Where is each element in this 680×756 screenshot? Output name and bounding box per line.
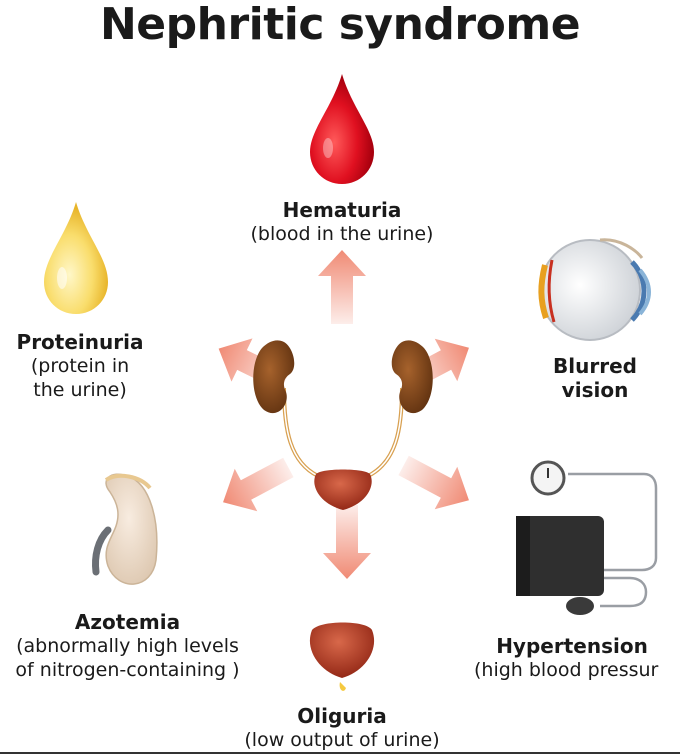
blood-pressure-monitor-icon [516, 460, 658, 615]
arrow-to-azotemia [211, 446, 300, 524]
arrow-to-hematuria [318, 250, 366, 324]
bladder [314, 469, 372, 510]
blood-drop-icon [310, 74, 374, 184]
bladder-icon [309, 622, 375, 691]
right-kidney [391, 340, 433, 414]
proteinuria-desc-line2: the urine) [33, 379, 127, 401]
oliguria-name: Oliguria [297, 704, 387, 728]
bottom-border [0, 752, 680, 754]
azotemia-desc-line1: (abnormally high levels [16, 635, 239, 657]
azotemia-desc-line2: of nitrogen-containing ) [15, 659, 240, 681]
urinary-tract-icon [253, 340, 433, 510]
hematuria-label: Hematuria (blood in the urine) [222, 198, 462, 246]
blurred-vision-name-line1: Blurred [553, 354, 637, 378]
blurred-vision-label: Blurred vision [540, 354, 650, 402]
oliguria-label: Oliguria (low output of urine) [222, 704, 462, 752]
hematuria-name: Hematuria [282, 198, 402, 222]
left-kidney [253, 340, 295, 414]
oliguria-desc: (low output of urine) [244, 729, 440, 751]
hypertension-label: Hypertension (high blood pressur [474, 634, 680, 682]
hypertension-name: Hypertension [496, 634, 648, 658]
protein-drop-icon [44, 202, 108, 314]
hematuria-desc: (blood in the urine) [250, 223, 434, 245]
page-title: Nephritic syndrome [99, 0, 581, 50]
azotemia-label: Azotemia (abnormally high levels of nitr… [0, 610, 255, 682]
proteinuria-desc-line1: (protein in [30, 355, 130, 377]
arrow-to-oliguria [323, 505, 371, 579]
azotemia-name: Azotemia [74, 610, 181, 634]
eye-icon [538, 238, 651, 341]
proteinuria-label: Proteinuria (protein in the urine) [0, 330, 160, 402]
kidney-icon [92, 473, 158, 585]
blurred-vision-name-line2: vision [561, 378, 629, 402]
arrow-to-hypertension [392, 444, 481, 522]
hypertension-desc: (high blood pressur [474, 659, 659, 681]
proteinuria-name: Proteinuria [16, 330, 144, 354]
